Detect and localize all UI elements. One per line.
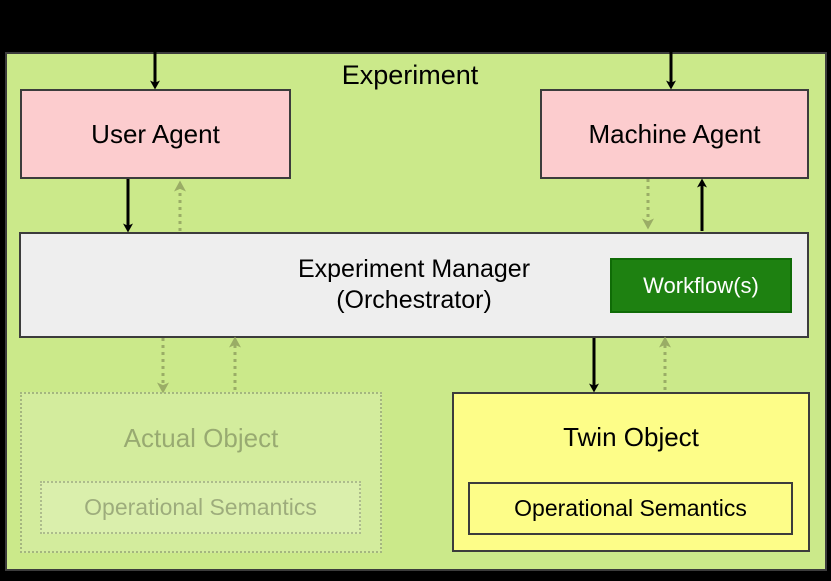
actual-object-semantics-node[interactable]: Operational Semantics	[40, 481, 361, 534]
actual-object-label: Actual Object	[123, 423, 279, 453]
user-agent-label: User Agent	[91, 118, 220, 149]
experiment-title: Experiment	[341, 60, 479, 90]
workflows-label: Workflow(s)	[643, 272, 759, 298]
actual-object-node[interactable]: Actual Object	[20, 392, 382, 553]
machine-agent-node[interactable]: Machine Agent	[540, 89, 809, 179]
actual-object-semantics-label: Operational Semantics	[84, 494, 317, 520]
experiment-manager-label-line1: Experiment Manager	[297, 254, 531, 283]
twin-object-label: Twin Object	[563, 422, 699, 452]
workflows-node[interactable]: Workflow(s)	[610, 258, 792, 313]
user-agent-node[interactable]: User Agent	[20, 89, 291, 179]
experiment-manager-node[interactable]: Experiment Manager (Orchestrator)	[19, 232, 809, 338]
machine-agent-label: Machine Agent	[588, 118, 761, 149]
experiment-manager-label-line2: (Orchestrator)	[336, 286, 492, 314]
twin-object-semantics-node[interactable]: Operational Semantics	[468, 482, 793, 535]
twin-object-semantics-label: Operational Semantics	[514, 495, 747, 521]
